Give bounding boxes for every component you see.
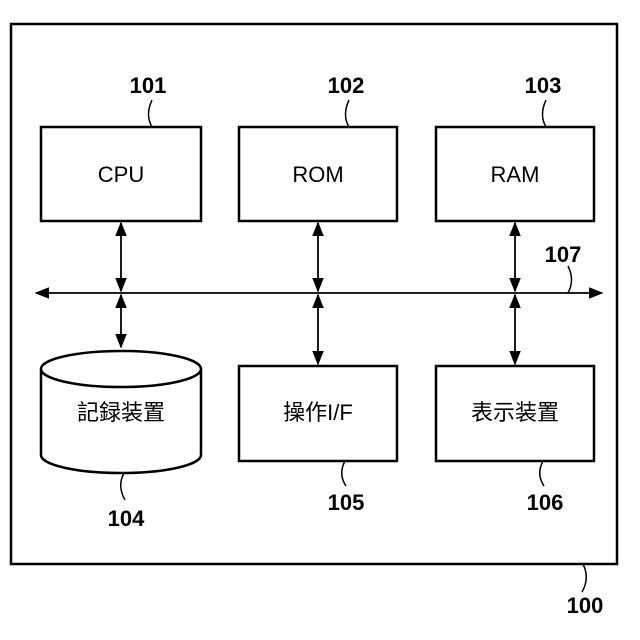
cpu-leader-line — [149, 100, 153, 127]
bus-leader-line — [568, 266, 572, 293]
ram-leader-line — [543, 100, 547, 127]
device-leader-line — [582, 564, 586, 592]
display-block: 表示装置 106 — [436, 366, 594, 515]
operation-if-leader-line — [342, 461, 346, 486]
ram-ref-number: 103 — [525, 73, 562, 98]
operation-if-ref-number: 105 — [328, 490, 365, 515]
cpu-ref-number: 101 — [130, 73, 167, 98]
ram-block: RAM 103 — [436, 73, 594, 221]
storage-block: 記録装置 104 — [41, 351, 201, 531]
rom-leader-line — [346, 100, 350, 127]
display-leader-line — [540, 461, 544, 486]
display-ref-number: 106 — [527, 490, 564, 515]
storage-cylinder-top — [41, 351, 201, 387]
storage-leader-line — [121, 473, 125, 500]
rom-block: ROM 102 — [239, 73, 397, 221]
operation-if-label: 操作I/F — [283, 400, 353, 425]
storage-ref-number: 104 — [108, 506, 145, 531]
device-frame — [11, 24, 617, 564]
operation-if-block: 操作I/F 105 — [239, 366, 397, 515]
cpu-block: CPU 101 — [41, 73, 201, 221]
device-ref-number: 100 — [567, 593, 604, 618]
display-label: 表示装置 — [471, 400, 559, 425]
ram-label: RAM — [491, 162, 540, 187]
cpu-label: CPU — [98, 162, 144, 187]
bus-ref-number: 107 — [545, 242, 582, 267]
rom-ref-number: 102 — [328, 73, 365, 98]
storage-label: 記録装置 — [77, 400, 165, 425]
rom-label: ROM — [292, 162, 343, 187]
